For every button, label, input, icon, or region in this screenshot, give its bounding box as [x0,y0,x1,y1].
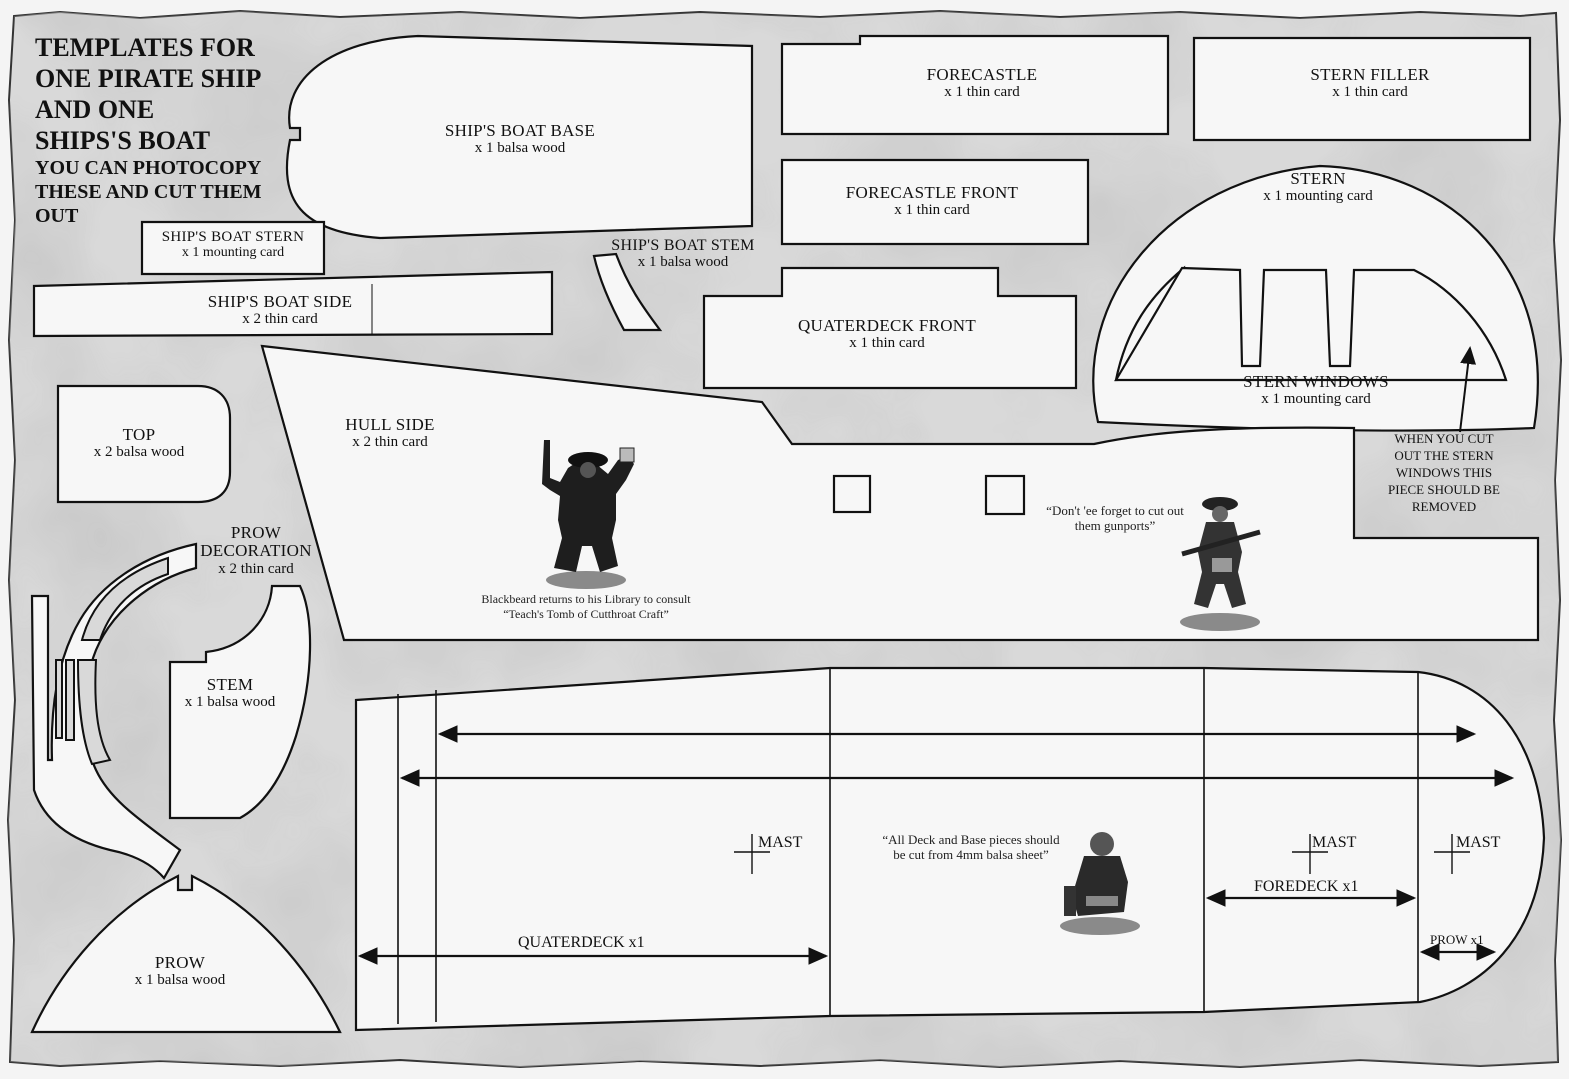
gunport-1 [832,474,872,514]
quaterdeck-label: QUATERDECK x1 [518,934,645,951]
prow-piece [30,874,342,1034]
boat-stem-piece [592,252,663,332]
pirate-kneeling-figure [1060,832,1140,935]
stern-windows-pointer [1459,346,1477,433]
forecastle-piece [780,34,1170,136]
foredeck-label: FOREDECK x1 [1254,878,1359,895]
stern-filler-piece [1192,36,1532,142]
boat-stern-piece [140,220,326,276]
quaterdeck-front-piece [702,266,1078,390]
mast-mark-2 [1292,834,1328,874]
stern-windows-piece [1114,265,1508,382]
mast-label-1: MAST [758,834,803,851]
blackbeard-caption: Blackbeard returns to his Library to con… [481,592,691,621]
top-piece [56,384,232,504]
mast-mark-3 [1434,834,1470,874]
mast-label-3: MAST [1456,834,1501,851]
deck-piece [354,666,1546,1032]
prow-decoration-cutouts [55,556,169,766]
sheet-title: TEMPLATES FOR ONE PIRATE SHIP AND ONE SH… [35,33,262,227]
prow-decoration-piece [30,542,198,880]
prow-deck-label: PROW x1 [1430,932,1484,947]
boat-side-piece [32,270,554,338]
boat-base-piece [285,34,754,240]
pirate-musket-figure [1180,497,1261,631]
stem-piece [168,584,312,820]
mast-mark-1 [734,834,770,874]
forecastle-front-piece [780,158,1090,246]
mast-label-2: MAST [1312,834,1357,851]
gunport-2 [984,474,1026,516]
pirate-blackbeard-figure [542,440,635,589]
